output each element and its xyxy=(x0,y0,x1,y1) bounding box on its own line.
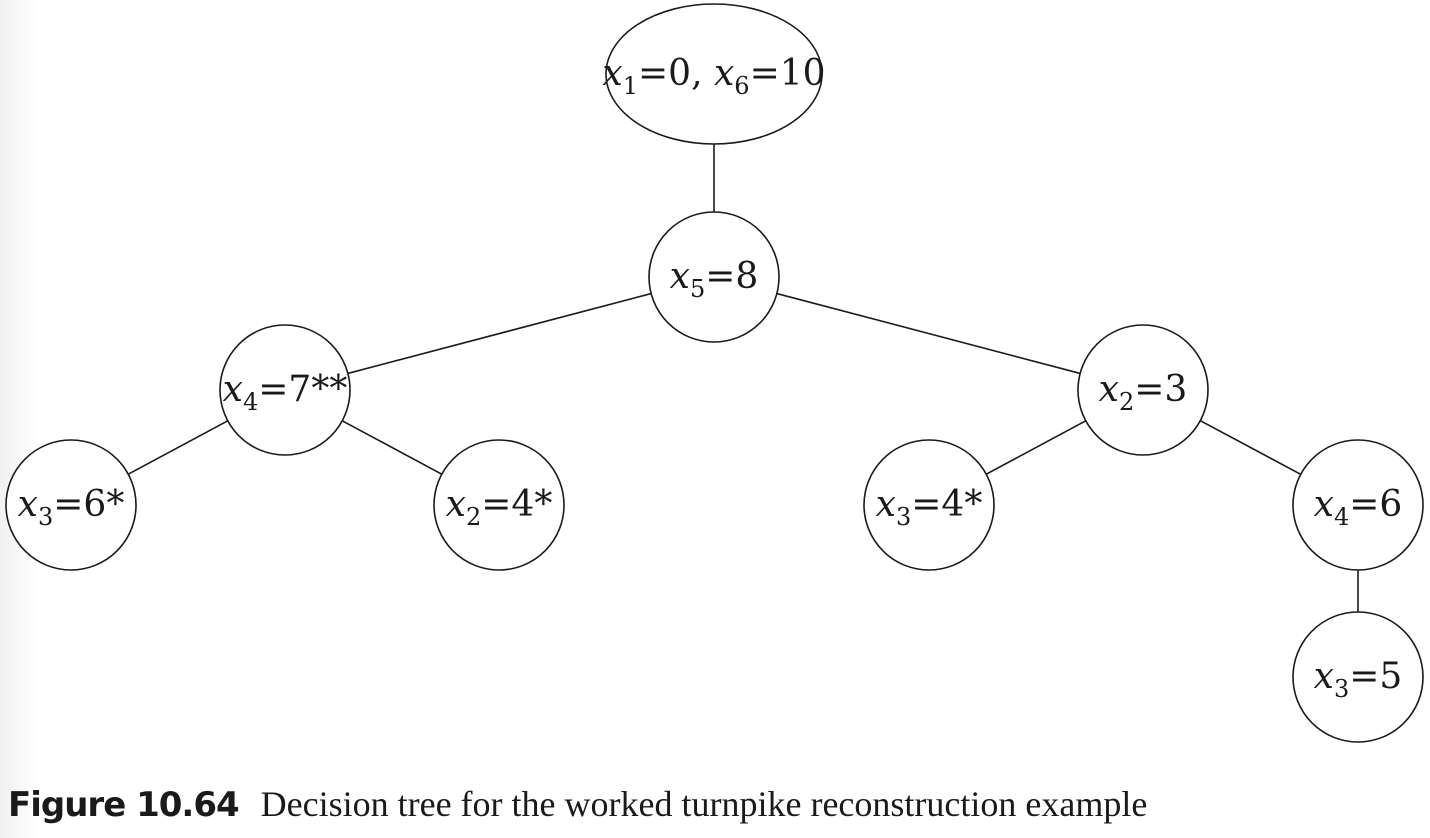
node-label-value: =5 xyxy=(1349,656,1402,697)
node-label-value: =6 xyxy=(1349,484,1402,525)
tree-edge-n5-n4a xyxy=(347,292,652,375)
tree-node-n4a: x4=7** xyxy=(219,324,351,456)
node-label-subscript: 2 xyxy=(466,503,481,531)
caption-text: Decision tree for the worked turnpike re… xyxy=(260,784,1148,824)
tree-node-n2a: x2=3 xyxy=(1077,324,1209,456)
node-label: x5=8 xyxy=(670,256,759,303)
node-label-variable: x xyxy=(670,256,690,297)
tree-nodes: x1=0, x6=10x5=8x4=7**x2=3x3=6*x2=4*x3=4*… xyxy=(5,3,1424,743)
node-label-variable: x xyxy=(602,53,622,94)
node-label-variable: x xyxy=(1314,656,1334,697)
node-shape xyxy=(648,211,780,343)
node-label-variable: x xyxy=(1099,369,1119,410)
node-label-subscript: 3 xyxy=(896,503,911,531)
node-shape xyxy=(1292,439,1424,571)
node-label-value: =7** xyxy=(258,369,347,410)
tree-edge-n4a-n2b xyxy=(341,420,443,475)
node-label-subscript: 2 xyxy=(1119,388,1134,416)
tree-node-n3c: x3=5 xyxy=(1292,611,1424,743)
node-label-value: =0, xyxy=(638,53,714,94)
node-label-variable: x xyxy=(446,484,466,525)
node-label-value: =6* xyxy=(53,484,124,525)
tree-edges xyxy=(127,144,1359,612)
node-shape xyxy=(1077,324,1209,456)
node-label-subscript: 5 xyxy=(690,275,705,303)
node-label-subscript: 6 xyxy=(734,72,749,100)
node-label-value: =4* xyxy=(481,484,552,525)
tree-edge-n2a-n3b xyxy=(985,420,1087,475)
node-label-value: =8 xyxy=(705,256,758,297)
caption-label: Figure 10.64 xyxy=(8,785,240,825)
tree-edge-n5-n2a xyxy=(776,292,1081,375)
node-label-variable: x xyxy=(714,53,734,94)
tree-edge-n4a-n3a xyxy=(127,420,229,475)
tree-node-n3b: x3=4* xyxy=(863,439,995,571)
decision-tree: x1=0, x6=10x5=8x4=7**x2=3x3=6*x2=4*x3=4*… xyxy=(5,3,1424,743)
node-label-value: =10 xyxy=(750,53,826,94)
node-label-subscript: 1 xyxy=(623,72,638,100)
tree-node-n4b: x4=6 xyxy=(1292,439,1424,571)
node-label-subscript: 3 xyxy=(1334,675,1349,703)
node-shape xyxy=(433,439,565,571)
node-label-variable: x xyxy=(1314,484,1334,525)
node-label: x2=4* xyxy=(446,484,553,531)
node-label-variable: x xyxy=(223,369,243,410)
figure-caption: Figure 10.64 Decision tree for the worked… xyxy=(8,784,1147,825)
node-label: x2=3 xyxy=(1099,369,1188,416)
node-shape xyxy=(605,3,823,145)
node-label-subscript: 4 xyxy=(243,388,258,416)
tree-edge-n2a-n4b xyxy=(1199,419,1302,476)
node-label: x3=5 xyxy=(1314,656,1403,703)
node-label-subscript: 4 xyxy=(1334,503,1349,531)
node-label-value: =3 xyxy=(1134,369,1187,410)
node-shape xyxy=(5,439,137,571)
node-label-subscript: 3 xyxy=(38,503,53,531)
node-shape xyxy=(1292,611,1424,743)
tree-node-n5: x5=8 xyxy=(648,211,780,343)
node-label: x4=7** xyxy=(223,369,348,416)
node-label-value: =4* xyxy=(911,484,982,525)
tree-node-root: x1=0, x6=10 xyxy=(602,3,826,145)
node-label: x3=4* xyxy=(876,484,983,531)
node-label: x3=6* xyxy=(18,484,125,531)
node-label: x4=6 xyxy=(1314,484,1403,531)
tree-node-n2b: x2=4* xyxy=(433,439,565,571)
node-label-variable: x xyxy=(876,484,896,525)
tree-node-n3a: x3=6* xyxy=(5,439,137,571)
node-label-variable: x xyxy=(18,484,38,525)
node-shape xyxy=(219,324,351,456)
node-label: x1=0, x6=10 xyxy=(602,53,825,100)
node-shape xyxy=(863,439,995,571)
